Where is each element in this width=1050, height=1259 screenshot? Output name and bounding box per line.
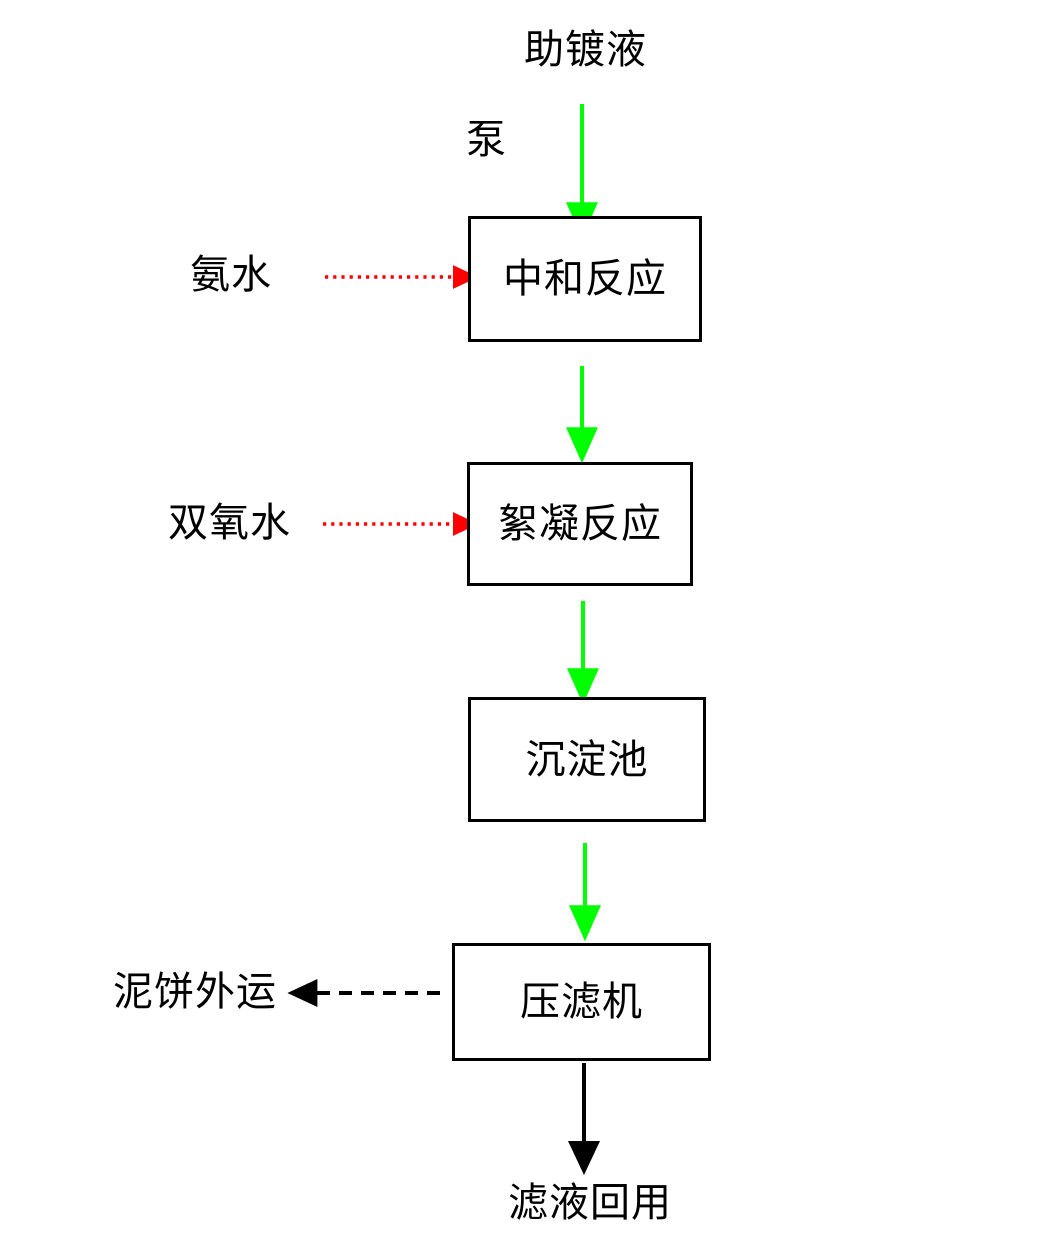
process-box-sedimentation-tank-label: 沉淀池 [525, 736, 649, 783]
process-box-flocculation[interactable]: 絮凝反应 [467, 462, 693, 586]
process-box-sedimentation-tank[interactable]: 沉淀池 [468, 697, 706, 822]
pump-label: 泵 [466, 117, 507, 163]
process-box-neutralization-label: 中和反应 [503, 256, 667, 302]
process-box-filter-press-label: 压滤机 [520, 979, 643, 1025]
process-box-filter-press[interactable]: 压滤机 [452, 943, 711, 1061]
output-label-filtrate-reuse: 滤液回用 [508, 1180, 672, 1226]
output-label-sludge-cake: 泥饼外运 [113, 969, 277, 1015]
process-box-flocculation-label: 絮凝反应 [498, 501, 662, 547]
process-box-neutralization[interactable]: 中和反应 [468, 216, 702, 342]
input-label-hydrogen-peroxide: 双氧水 [168, 500, 291, 546]
source-label-flux: 助镀液 [524, 27, 647, 73]
input-label-ammonia: 氨水 [190, 252, 272, 298]
